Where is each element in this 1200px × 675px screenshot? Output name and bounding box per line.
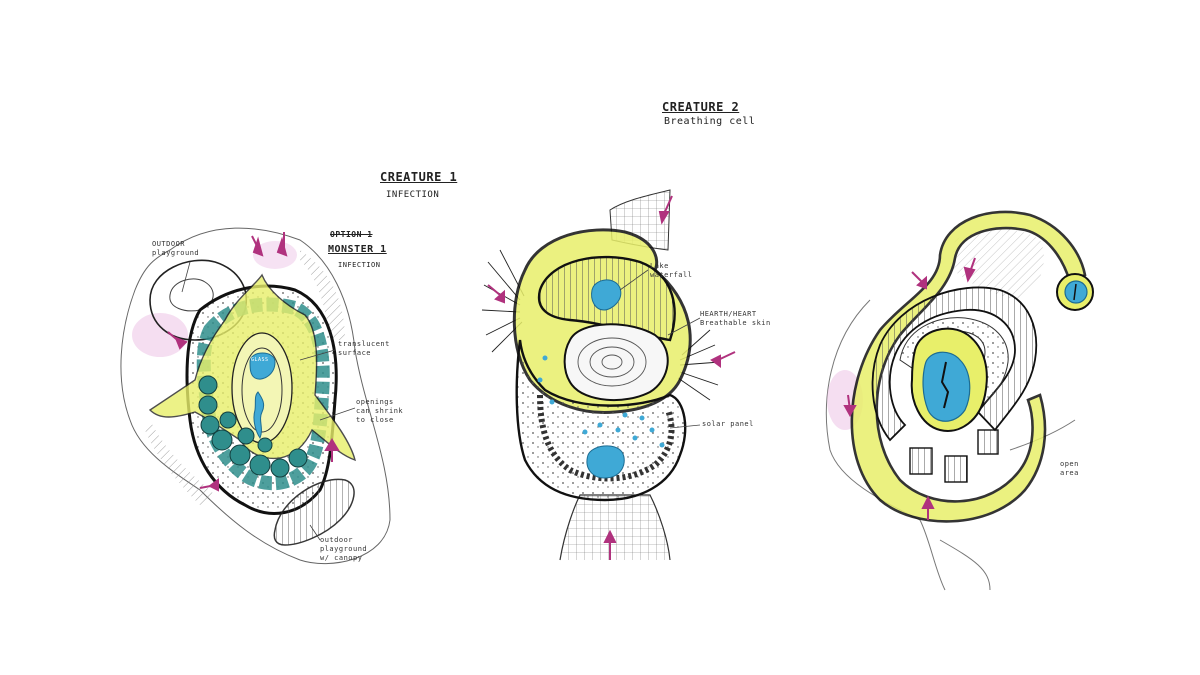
creature1-glass-pool bbox=[249, 352, 276, 380]
creature3-sketch bbox=[825, 210, 1094, 591]
creature1-playground-bottom bbox=[273, 478, 355, 546]
creature3-striped-ring bbox=[871, 286, 1038, 442]
creature2-stem bbox=[559, 494, 671, 561]
creature1-leader-lines bbox=[181, 261, 356, 541]
creature2-contour-2 bbox=[589, 346, 635, 378]
label-breathable-skin: HEARTH/HEART Breathable skin bbox=[700, 310, 771, 327]
creature2-solar-pool bbox=[586, 445, 625, 479]
creature3-top-hatched bbox=[950, 228, 1044, 300]
creature1-hatched-left bbox=[145, 420, 215, 505]
creature3-pool-crack bbox=[940, 361, 950, 409]
creature1-pink-wash bbox=[132, 313, 188, 357]
creature1-inner-chamber bbox=[231, 332, 293, 444]
creature2-leader-lines bbox=[619, 269, 701, 429]
creature1-subtitle: INFECTION bbox=[386, 190, 440, 200]
creature2-lower-body bbox=[515, 339, 687, 502]
label-translucent-surface: translucent surface bbox=[338, 340, 390, 357]
creature2-title: CREATURE 2 bbox=[662, 100, 740, 114]
creature1-title: CREATURE 1 bbox=[380, 170, 458, 184]
label-open-area: open area bbox=[1060, 460, 1079, 477]
creature1-flow-arrows bbox=[167, 232, 340, 492]
creature1-monster-subtitle: INFECTION bbox=[338, 261, 381, 269]
creature3-eye-pupil bbox=[1064, 280, 1088, 304]
creature2-lake bbox=[591, 279, 622, 311]
creature1-hatched-area bbox=[300, 250, 345, 340]
creature1-inner-chamber-2 bbox=[241, 347, 283, 433]
creature1-glass-channel bbox=[253, 391, 265, 440]
creature2-lower-ring bbox=[537, 394, 675, 482]
creature2-subtitle: Breathing cell bbox=[664, 116, 756, 127]
creature1-playground-inner bbox=[169, 278, 214, 312]
creature1-option-struck: OPTION 1 bbox=[330, 230, 373, 239]
creature2-contour-3 bbox=[601, 354, 623, 370]
creature2-sketch bbox=[481, 189, 736, 561]
label-solar-panel: solar panel bbox=[702, 420, 754, 428]
label-openings: openings can shrink to close bbox=[356, 398, 404, 424]
creature2-contour-chamber bbox=[563, 323, 669, 402]
creature1-sketch bbox=[120, 227, 391, 565]
creature1-cell-cluster bbox=[198, 375, 308, 478]
creature2-blue-dots bbox=[537, 355, 665, 448]
creature3-flow-arrows bbox=[843, 257, 976, 520]
creature1-monster-title: MONSTER 1 bbox=[328, 244, 387, 255]
creature2-flow-arrows bbox=[487, 195, 736, 560]
creature3-eye-slit bbox=[1073, 283, 1077, 301]
label-glass: GLASS bbox=[251, 357, 269, 363]
creature3-yellow-spiral bbox=[850, 210, 1087, 523]
creature2-contour-1 bbox=[577, 337, 647, 387]
creature1-pink-wash-2 bbox=[253, 241, 297, 269]
label-outdoor-playground: OUTDOOR playground bbox=[152, 240, 200, 257]
label-outdoor-canopy: outdoor playground w/ canopy bbox=[320, 536, 368, 562]
creature3-blue-pool bbox=[922, 351, 971, 422]
creature1-outer-boundary bbox=[120, 227, 391, 565]
label-lake-waterfall: Lake waterfall bbox=[650, 262, 693, 279]
creature3-stair-blocks bbox=[909, 429, 999, 483]
creature3-outer-boundary bbox=[825, 299, 1076, 591]
